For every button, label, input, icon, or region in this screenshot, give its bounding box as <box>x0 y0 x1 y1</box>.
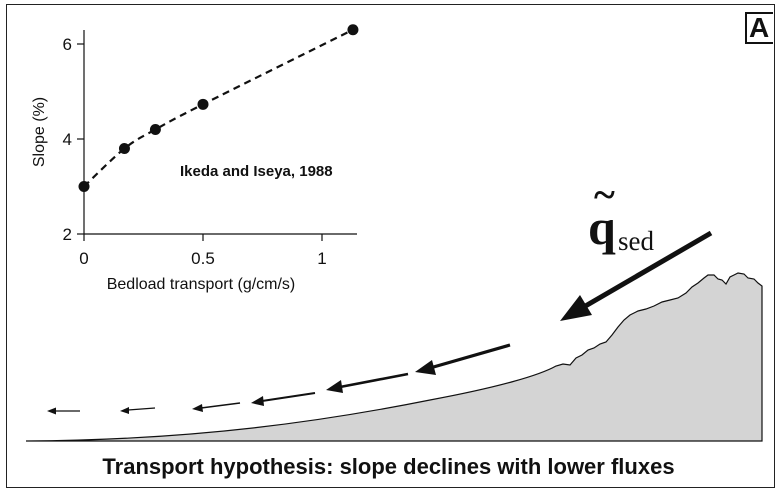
flux-symbol-main: q <box>588 199 616 255</box>
chart-annotation: Ikeda and Iseya, 1988 <box>180 163 333 180</box>
flux-arrow-1 <box>120 407 156 414</box>
x-tick-label: 1 <box>317 249 326 268</box>
data-points <box>78 24 359 192</box>
flux-arrow-0 <box>47 407 80 415</box>
flux-arrow-4 <box>326 372 409 393</box>
x-axis-label: Bedload transport (g/cm/s) <box>107 276 296 293</box>
figure-caption: Transport hypothesis: slope declines wit… <box>102 454 675 479</box>
fit-curve <box>83 28 354 188</box>
data-point <box>78 181 90 192</box>
y-axis-label: Slope (%) <box>31 97 48 167</box>
y-tick-label: 2 <box>63 225 72 244</box>
figure-frame <box>6 4 775 488</box>
flux-arrow-3 <box>251 392 316 406</box>
data-point <box>347 24 359 36</box>
y-tick-label: 4 <box>63 130 72 149</box>
y-ticks: 2 4 6 <box>63 35 84 244</box>
flux-arrows <box>47 230 713 415</box>
x-tick-label: 0 <box>79 249 88 268</box>
panel-label: A <box>745 12 773 44</box>
y-tick-label: 6 <box>63 35 72 54</box>
data-point <box>118 143 130 154</box>
flux-arrow-large <box>560 230 713 321</box>
flux-arrow-2 <box>192 402 241 412</box>
data-point <box>149 124 161 135</box>
flux-symbol-subscript: sed <box>618 226 654 256</box>
flux-symbol-tilde: ~ <box>594 172 615 217</box>
flux-arrow-5 <box>415 343 511 375</box>
data-point <box>197 98 209 110</box>
hillslope-profile <box>25 272 763 442</box>
x-tick-label: 0.5 <box>191 249 215 268</box>
flux-symbol: ~ q sed <box>588 172 654 256</box>
